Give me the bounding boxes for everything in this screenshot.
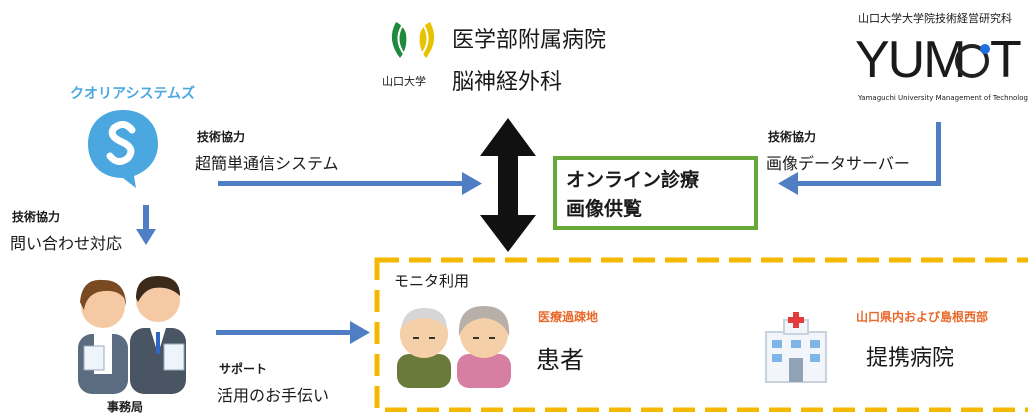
tech-label-right: 技術協力 <box>768 130 817 144</box>
arrow-qualia-to-center <box>218 172 482 195</box>
tech-desc-right: 画像データサーバー <box>766 154 910 173</box>
tech-label-left2: 技術協力 <box>12 210 61 224</box>
hospital-building-icon <box>758 310 834 384</box>
university-name: 山口大学 <box>382 75 426 88</box>
qualia-logo <box>84 106 162 190</box>
partner-hospital-label: 提携病院 <box>866 346 955 371</box>
arrow-qualia-to-office <box>136 205 156 245</box>
rural-area-label: 医療過疎地 <box>538 310 599 324</box>
elderly-couple-illustration <box>393 296 515 388</box>
yumot-logo-left: YUM <box>855 31 967 89</box>
office-label: 事務局 <box>107 400 144 414</box>
online-box-line1: オンライン診療 <box>566 169 700 191</box>
online-box-border <box>553 156 758 230</box>
patient-label: 患者 <box>536 346 584 374</box>
double-arrow-hospital-monitor <box>480 118 536 252</box>
tech-label-left: 技術協力 <box>197 130 246 144</box>
office-staff-illustration <box>58 262 198 394</box>
support-desc: 活用のお手伝い <box>217 386 330 405</box>
arrow-office-to-monitor <box>216 321 370 344</box>
arrow-server-to-center <box>778 122 941 195</box>
monitor-region-border <box>374 257 1028 412</box>
yumot-logo-right: T <box>990 31 1022 89</box>
monitor-title: モニタ利用 <box>394 272 470 290</box>
yumot-subtitle: Yamaguchi University Management of Techn… <box>858 94 1028 102</box>
hospital-line1: 医学部附属病院 <box>452 28 607 53</box>
qualia-name: クオリアシステムズ <box>70 86 196 102</box>
region-label: 山口県内および島根西部 <box>856 310 989 324</box>
online-box-line2: 画像供覧 <box>566 198 643 220</box>
support-label: サポート <box>219 362 268 376</box>
yumot-orbit-icon <box>955 44 990 78</box>
yumot-logo: YUM T <box>855 30 1025 92</box>
tech-desc-left: 超簡単通信システム <box>195 154 339 173</box>
yumot-top-label: 山口大学大学院技術経営研究科 <box>858 12 1012 25</box>
hospital-line2: 脳神経外科 <box>452 70 563 95</box>
tech-desc-left2: 問い合わせ対応 <box>10 234 123 253</box>
hospital-logo <box>382 14 444 74</box>
